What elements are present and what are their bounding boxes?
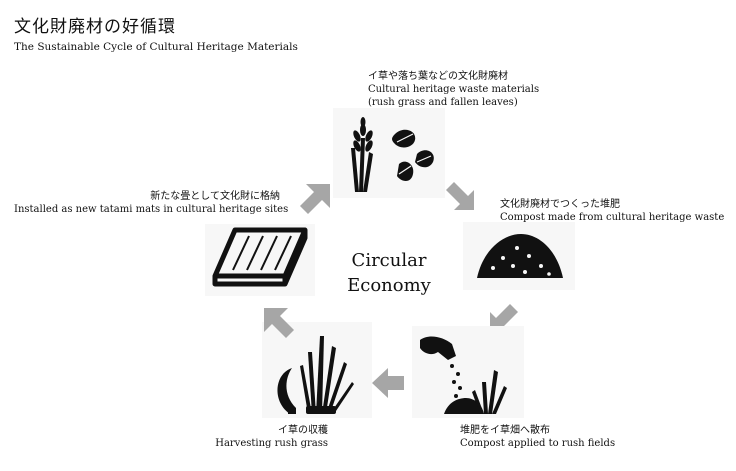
step-3-label: 堆肥をイ草畑へ散布 Compost applied to rush fields bbox=[460, 424, 615, 450]
step-1-label: イ草や落ち葉などの文化財廃材 Cultural heritage waste m… bbox=[368, 70, 539, 109]
step-5-label: 新たな畳として文化財に格納 Installed as new tatami ma… bbox=[14, 190, 289, 216]
step-4-tile bbox=[262, 322, 372, 418]
step-4-label: イ草の収穫 Harvesting rush grass bbox=[212, 424, 328, 450]
sickle-harvest-icon bbox=[277, 336, 354, 414]
step-4-label-en: Harvesting rush grass bbox=[215, 438, 328, 449]
step-2-label: 文化財廃材でつくった堆肥 Compost made from cultural … bbox=[500, 198, 724, 224]
step-1-label-jp: イ草や落ち葉などの文化財廃材 bbox=[368, 71, 508, 82]
center-line-1: Circular bbox=[351, 250, 427, 271]
cycle-arrow-2 bbox=[484, 304, 518, 338]
step-3-tile bbox=[412, 326, 524, 418]
cycle-arrow-5 bbox=[298, 180, 332, 214]
step-3-label-jp: 堆肥をイ草畑へ散布 bbox=[460, 425, 550, 436]
step-5-label-en: Installed as new tatami mats in cultural… bbox=[14, 204, 289, 215]
step-1-label-en-2: (rush grass and fallen leaves) bbox=[368, 97, 518, 108]
compost-spreading-icon bbox=[420, 336, 507, 414]
step-2-label-en: Compost made from cultural heritage wast… bbox=[500, 212, 725, 223]
tatami-mat-icon bbox=[212, 227, 308, 287]
cycle-arrow-4 bbox=[262, 304, 296, 338]
cycle-arrow-3 bbox=[372, 366, 406, 400]
step-3-label-en: Compost applied to rush fields bbox=[460, 438, 616, 449]
step-4-label-jp: イ草の収穫 bbox=[278, 425, 328, 436]
compost-pile-icon bbox=[477, 234, 563, 278]
rush-and-leaves-icon bbox=[351, 117, 434, 192]
page-title: 文化財廃材の好循環 bbox=[14, 17, 176, 37]
cycle-arrow-1 bbox=[446, 182, 480, 216]
step-1-label-en: Cultural heritage waste materials bbox=[368, 84, 540, 95]
step-5-label-jp: 新たな畳として文化財に格納 bbox=[150, 191, 280, 202]
circular-economy-label: Circular Economy bbox=[334, 248, 444, 298]
center-line-2: Economy bbox=[347, 275, 431, 296]
step-2-tile bbox=[463, 222, 575, 290]
step-1-tile bbox=[333, 108, 445, 198]
step-2-label-jp: 文化財廃材でつくった堆肥 bbox=[500, 199, 620, 210]
page-subtitle: The Sustainable Cycle of Cultural Herita… bbox=[14, 41, 298, 53]
step-5-tile bbox=[205, 224, 315, 296]
